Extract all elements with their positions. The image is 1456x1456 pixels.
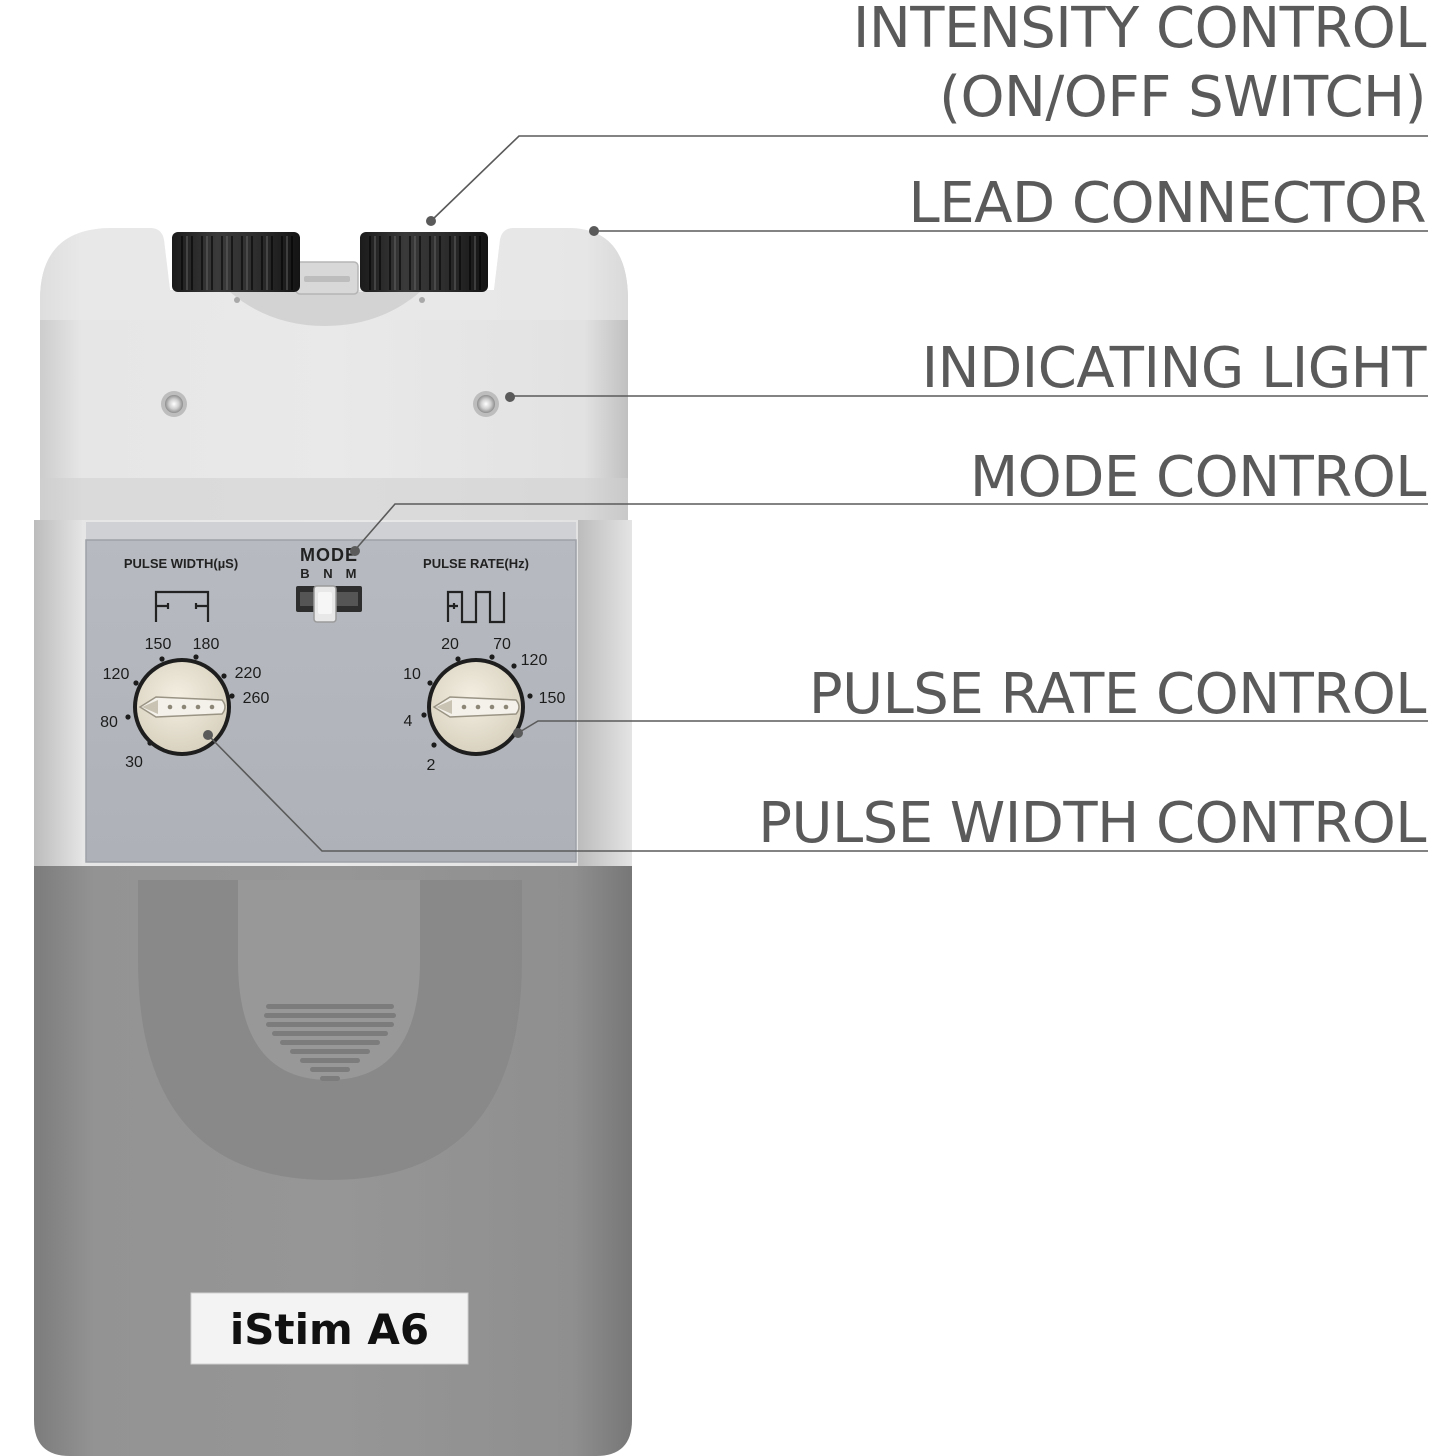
intensity-knob-right[interactable] [360, 232, 488, 292]
indicator-light-right [473, 391, 499, 417]
pulse-width-dial[interactable]: 30 80 120 150 180 220 260 [100, 636, 269, 771]
label-pulse-rate-control: PULSE RATE CONTROL [809, 662, 1426, 727]
pulse-rate-tick-120: 120 [521, 652, 548, 669]
pulse-rate-tick-4: 4 [404, 713, 413, 730]
pulse-rate-tick-2: 2 [427, 757, 436, 774]
pulse-rate-tick-150: 150 [539, 690, 566, 707]
label-lead-connector: LEAD CONNECTOR [909, 171, 1426, 236]
battery-cover-oval-inner [238, 880, 420, 1080]
pulse-rate-tick-10: 10 [403, 666, 421, 683]
model-name: iStim A6 [230, 1305, 429, 1354]
pulse-width-tick-80: 80 [100, 714, 118, 731]
label-intensity-line1: INTENSITY CONTROL [853, 0, 1426, 61]
control-panel: PULSE WIDTH(µS) PULSE RATE(Hz) MODE B N … [85, 539, 577, 863]
pulse-width-tick-220: 220 [235, 665, 262, 682]
leader-intensity [430, 135, 1428, 222]
mode-switch[interactable]: MODE B N M [296, 545, 362, 623]
mode-option-b: B [300, 566, 309, 581]
leader-dots [203, 216, 599, 740]
label-pulse-width-control: PULSE WIDTH CONTROL [758, 791, 1426, 856]
pulse-width-tick-180: 180 [193, 636, 220, 653]
leader-mode-control [354, 503, 1428, 551]
right-rail [578, 520, 632, 866]
pulse-width-title: PULSE WIDTH(µS) [124, 556, 238, 571]
left-rail [34, 520, 82, 866]
pulse-rate-title: PULSE RATE(Hz) [423, 556, 529, 571]
label-intensity-line2: (ON/OFF SWITCH) [939, 65, 1426, 130]
pulse-width-tick-30: 30 [125, 754, 143, 771]
pulse-rate-dial[interactable]: 2 4 10 20 70 120 150 [403, 636, 565, 774]
leader-pulse-rate [517, 720, 1428, 734]
leader-lines [207, 135, 1428, 852]
pulse-width-waveform-icon [154, 590, 210, 622]
model-label: iStim A6 [190, 1292, 469, 1365]
callout-labels: INTENSITY CONTROL (ON/OFF SWITCH) LEAD C… [758, 0, 1428, 856]
label-indicating-light: INDICATING LIGHT [922, 336, 1428, 401]
indicator-light-left [161, 391, 187, 417]
pulse-rate-waveform-icon [446, 590, 506, 624]
pulse-width-tick-150: 150 [145, 636, 172, 653]
intensity-knob-left[interactable] [172, 232, 300, 292]
center-indent [230, 292, 420, 326]
pulse-rate-tick-20: 20 [441, 636, 459, 653]
pulse-rate-tick-70: 70 [493, 636, 511, 653]
top-face [40, 228, 628, 320]
top-cap-lip [40, 478, 628, 520]
pulse-width-tick-120: 120 [103, 666, 130, 683]
mode-option-n: N [323, 566, 332, 581]
leader-pulse-width [207, 734, 1428, 852]
mode-option-m: M [346, 566, 357, 581]
pulse-width-tick-260: 260 [243, 690, 270, 707]
grip-ridges [264, 1004, 396, 1081]
label-mode-control: MODE CONTROL [970, 445, 1426, 510]
mode-title: MODE [300, 545, 358, 565]
